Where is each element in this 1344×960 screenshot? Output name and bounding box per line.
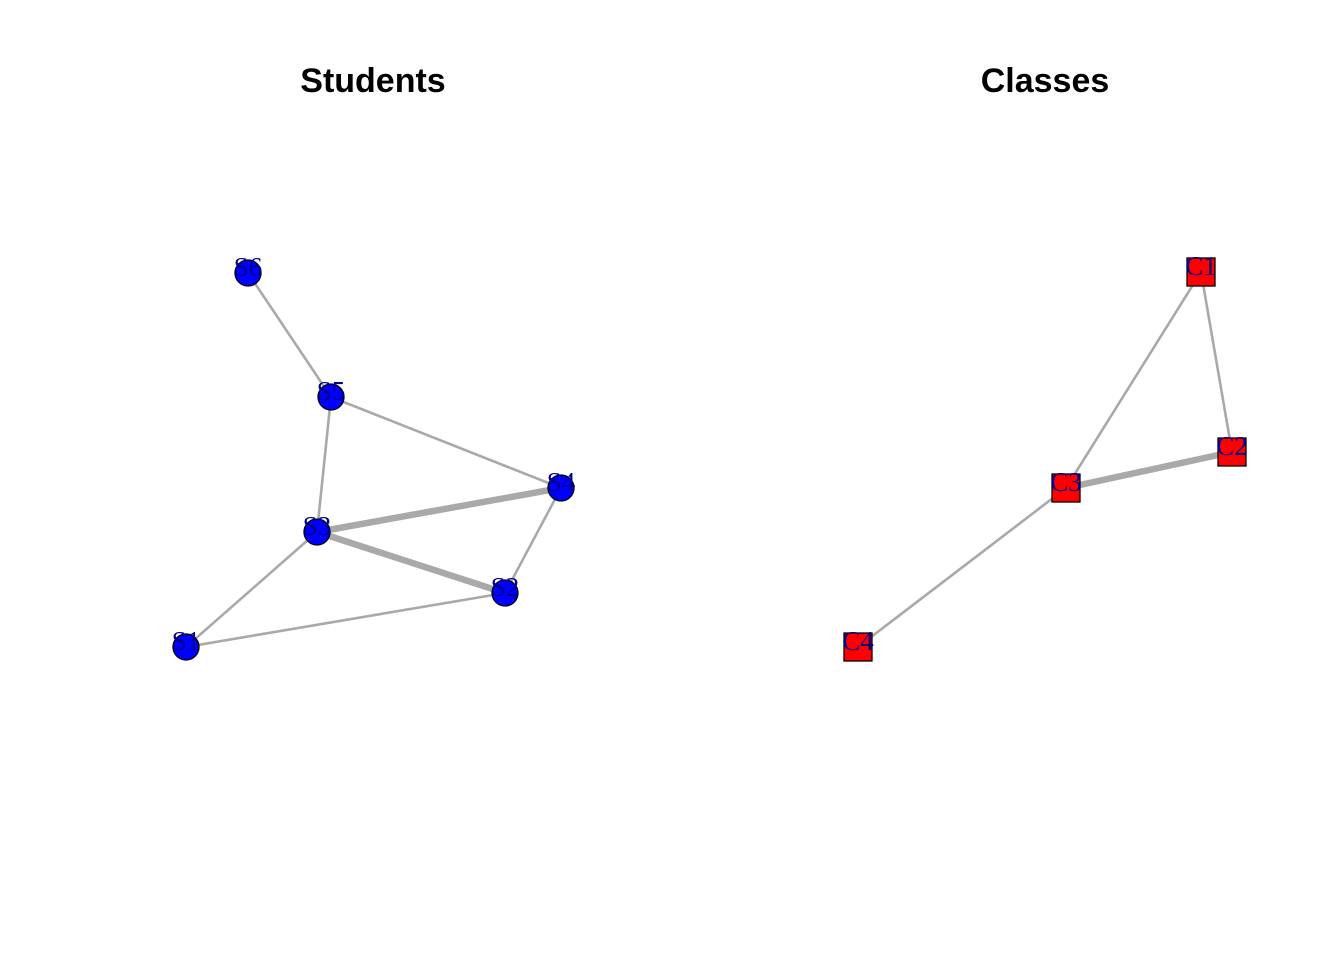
edge-c4-c3 xyxy=(857,486,1067,649)
node-s3 xyxy=(303,518,331,546)
node-s5 xyxy=(317,383,345,411)
students-network-panel: Students S1 S2 S3 S4 S5 S6 xyxy=(172,62,576,661)
classes-edges xyxy=(857,271,1234,649)
students-labels: S1 S2 S3 S4 S5 S6 xyxy=(172,252,576,656)
node-c1 xyxy=(1186,257,1216,287)
edge-s5-s4 xyxy=(330,395,562,490)
edge-s1-s3 xyxy=(185,531,318,648)
edge-s3-s2 xyxy=(315,528,507,597)
node-label-s4: S4 xyxy=(547,467,576,497)
students-panel-title: Students xyxy=(300,62,445,100)
edge-c1-c3 xyxy=(1064,271,1203,489)
classes-nodes xyxy=(843,257,1247,662)
students-nodes xyxy=(172,259,575,661)
node-label-c3: C3 xyxy=(1050,467,1082,497)
node-label-s2: S2 xyxy=(491,572,520,602)
node-s4 xyxy=(547,474,575,502)
node-s1 xyxy=(172,633,200,661)
node-s2 xyxy=(491,579,519,607)
edge-s1-s2 xyxy=(185,591,506,649)
node-c3 xyxy=(1051,473,1081,503)
node-label-c2: C2 xyxy=(1216,431,1248,461)
edge-s3-s4 xyxy=(316,484,562,536)
edge-s6-s5 xyxy=(246,272,333,398)
edge-s4-s2 xyxy=(503,487,563,594)
node-label-c4: C4 xyxy=(842,626,874,656)
node-label-s6: S6 xyxy=(234,252,263,282)
edge-s5-s3 xyxy=(315,396,333,533)
edge-c1-c2 xyxy=(1199,271,1234,453)
node-c2 xyxy=(1217,437,1247,467)
node-s6 xyxy=(234,259,262,287)
edge-c3-c2 xyxy=(1065,448,1233,492)
node-label-s5: S5 xyxy=(317,376,346,406)
node-c4 xyxy=(843,632,873,662)
node-label-s3: S3 xyxy=(303,511,332,541)
students-edges xyxy=(185,272,563,649)
node-label-s1: S1 xyxy=(172,626,201,656)
node-label-c1: C1 xyxy=(1185,251,1217,281)
classes-panel-title: Classes xyxy=(981,62,1110,100)
